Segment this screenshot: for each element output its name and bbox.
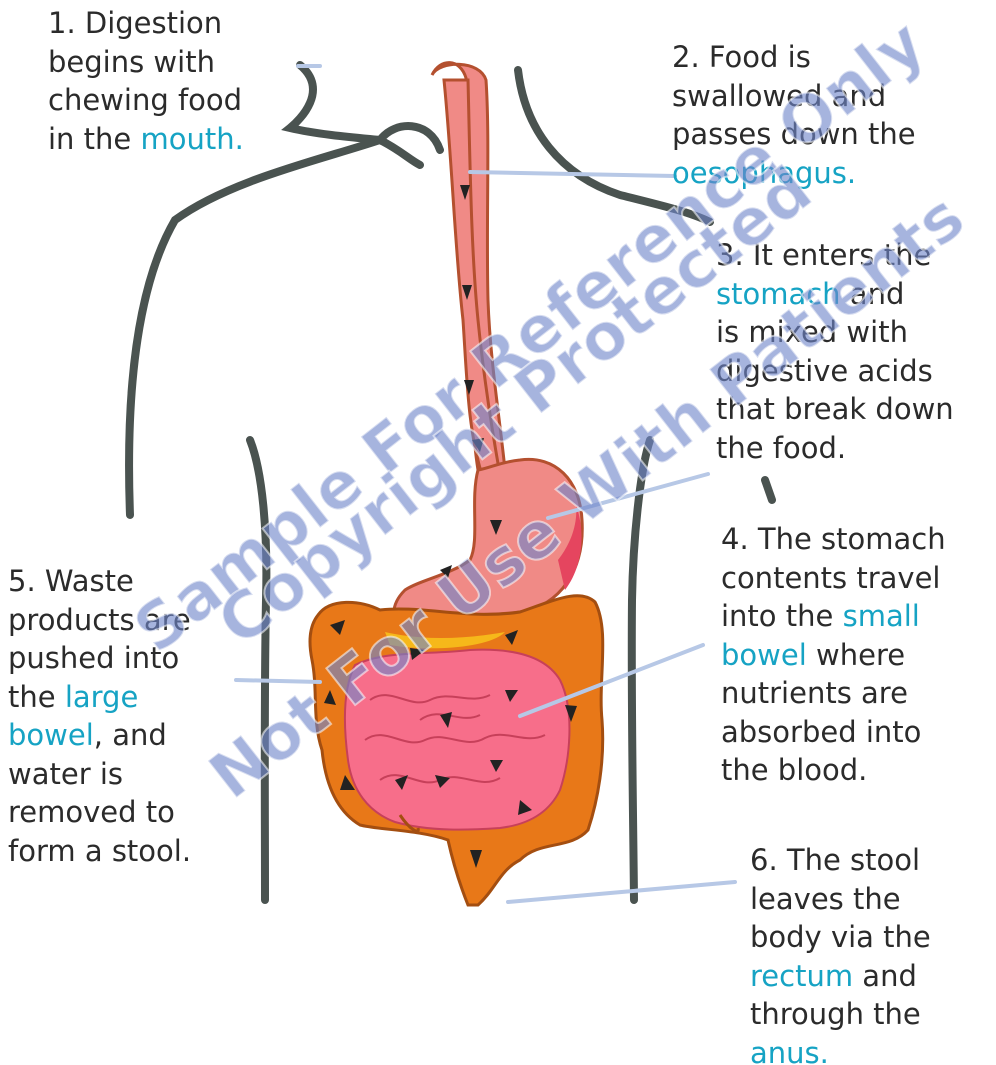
- oesophagus-term: oesophagus.: [672, 156, 856, 190]
- step-3-label: 3. It enters the stomach and is mixed wi…: [716, 236, 954, 467]
- anus-term: anus.: [750, 1036, 829, 1065]
- step-6-label: 6. The stool leaves the body via the rec…: [750, 841, 931, 1065]
- mouth-term: mouth.: [140, 122, 243, 156]
- step-2-label: 2. Food is swallowed and passes down the…: [672, 38, 916, 192]
- stomach: [394, 459, 582, 620]
- rectum-term: rectum: [750, 959, 853, 993]
- step-4-label: 4. The stomach contents travel into the …: [721, 520, 946, 790]
- stomach-term: stomach: [716, 277, 841, 311]
- step-1-label: 1. Digestion begins with chewing food in…: [48, 4, 244, 158]
- step-5-label: 5. Waste products are pushed into the la…: [8, 562, 191, 870]
